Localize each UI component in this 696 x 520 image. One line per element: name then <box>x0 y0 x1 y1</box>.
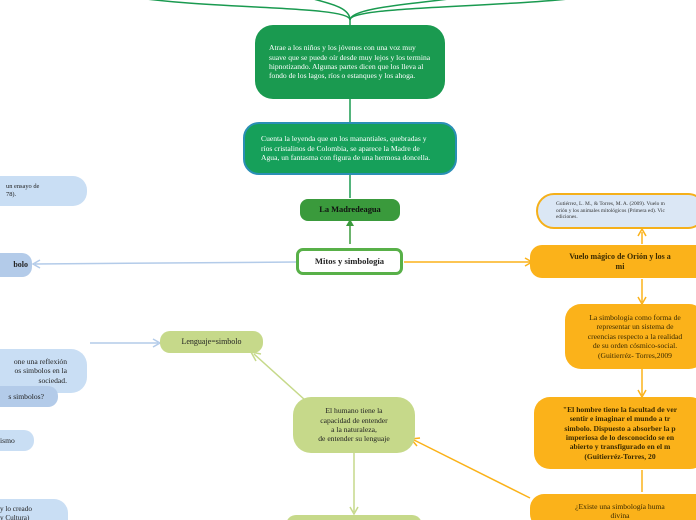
node-simbolos-question[interactable]: s simbolos? <box>0 386 58 407</box>
node-existe-simbologia[interactable]: ¿Existe una simbología huma divina <box>530 494 696 520</box>
node-madredeagua-label: La Madredeagua <box>319 204 381 214</box>
node-simbologia-text: La simbología como forma de representar … <box>587 312 683 360</box>
node-ismo-label: ismo <box>0 435 15 445</box>
node-ismo[interactable]: ismo <box>0 430 34 451</box>
node-creado[interactable]: y lo creado y Cultura) <box>0 499 68 520</box>
node-reference-text: Gutiérrez, L. M., & Torres, M. A. (2009)… <box>556 200 665 221</box>
node-ensayo-text: un ensayo de 78). <box>6 183 40 198</box>
node-hombre-facultad[interactable]: "El hombre tiene la facultad de ver sent… <box>534 397 696 469</box>
node-existe-simbologia-text: ¿Existe una simbología huma divina <box>575 502 665 520</box>
node-cuenta[interactable]: Cuenta la leyenda que en los manantiales… <box>243 122 457 175</box>
node-atrae-text: Atrae a los niños y los jóvenes con una … <box>269 43 431 81</box>
central-topic[interactable]: Mitos y simbología <box>296 248 403 275</box>
node-bottom-partial[interactable] <box>286 515 422 520</box>
node-lenguaje-simbolo[interactable]: Lenguaje=simbolo <box>160 331 263 353</box>
node-simbolo-main[interactable]: bolo <box>0 253 32 277</box>
node-reference[interactable]: Gutiérrez, L. M., & Torres, M. A. (2009)… <box>536 193 696 229</box>
node-simbolos-question-label: s simbolos? <box>8 391 44 401</box>
node-reflexion-text: one una reflexión os simbolos en la soci… <box>13 356 67 385</box>
node-simbolo-main-label: bolo <box>13 260 28 269</box>
node-atrae[interactable]: Atrae a los niños y los jóvenes con una … <box>255 25 445 99</box>
central-topic-label: Mitos y simbología <box>314 256 385 267</box>
node-reflexion[interactable]: one una reflexión os simbolos en la soci… <box>0 349 87 393</box>
node-humano-capacidad-text: El humano tiene la capacidad de entender… <box>318 406 390 444</box>
node-ensayo[interactable]: un ensayo de 78). <box>0 176 87 206</box>
node-humano-capacidad[interactable]: El humano tiene la capacidad de entender… <box>293 397 415 453</box>
node-vuelo-magico[interactable]: Vuelo mágico de Orión y los a mi <box>530 245 696 278</box>
node-madredeagua[interactable]: La Madredeagua <box>300 199 400 221</box>
node-simbologia[interactable]: La simbología como forma de representar … <box>565 304 696 369</box>
node-creado-text: y lo creado y Cultura) <box>0 505 32 520</box>
node-vuelo-magico-text: Vuelo mágico de Orión y los a mi <box>569 251 671 271</box>
node-lenguaje-simbolo-label: Lenguaje=simbolo <box>181 337 242 346</box>
node-hombre-facultad-text: "El hombre tiene la facultad de ver sent… <box>562 404 678 461</box>
node-cuenta-text: Cuenta la leyenda que en los manantiales… <box>261 134 431 163</box>
